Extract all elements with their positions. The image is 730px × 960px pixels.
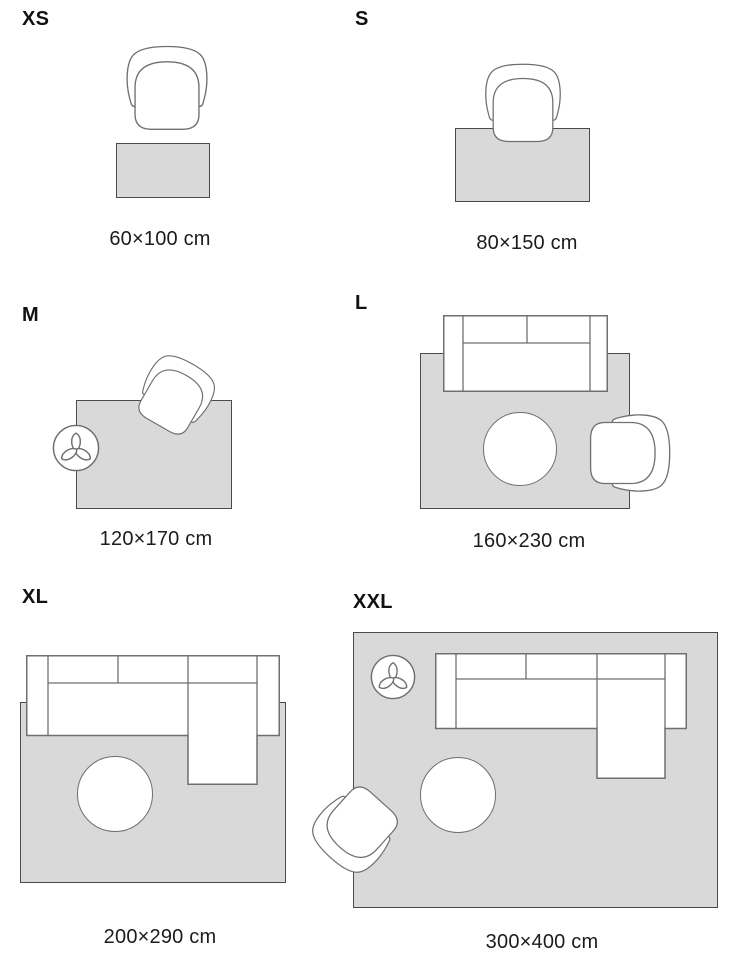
size-label: S	[355, 8, 369, 30]
size-label: XXL	[353, 591, 393, 613]
corner-sofa-icon	[435, 653, 687, 779]
rug-xs	[116, 143, 210, 198]
size-caption: 300×400 cm	[485, 931, 599, 953]
size-caption: 160×230 cm	[472, 530, 586, 552]
size-label: XL	[22, 586, 49, 608]
corner-sofa-icon	[26, 655, 280, 785]
size-label: L	[355, 292, 368, 314]
round-table-icon	[420, 757, 496, 833]
size-caption: 80×150 cm	[476, 232, 578, 254]
size-label: M	[22, 304, 39, 326]
size-caption: 200×290 cm	[103, 926, 217, 948]
sofa-icon	[443, 315, 608, 392]
size-caption: 60×100 cm	[109, 228, 211, 250]
round-table-icon	[483, 412, 557, 486]
round-table-icon	[77, 756, 153, 832]
size-caption: 120×170 cm	[99, 528, 213, 550]
plant-icon	[370, 654, 416, 700]
size-label: XS	[22, 8, 50, 30]
